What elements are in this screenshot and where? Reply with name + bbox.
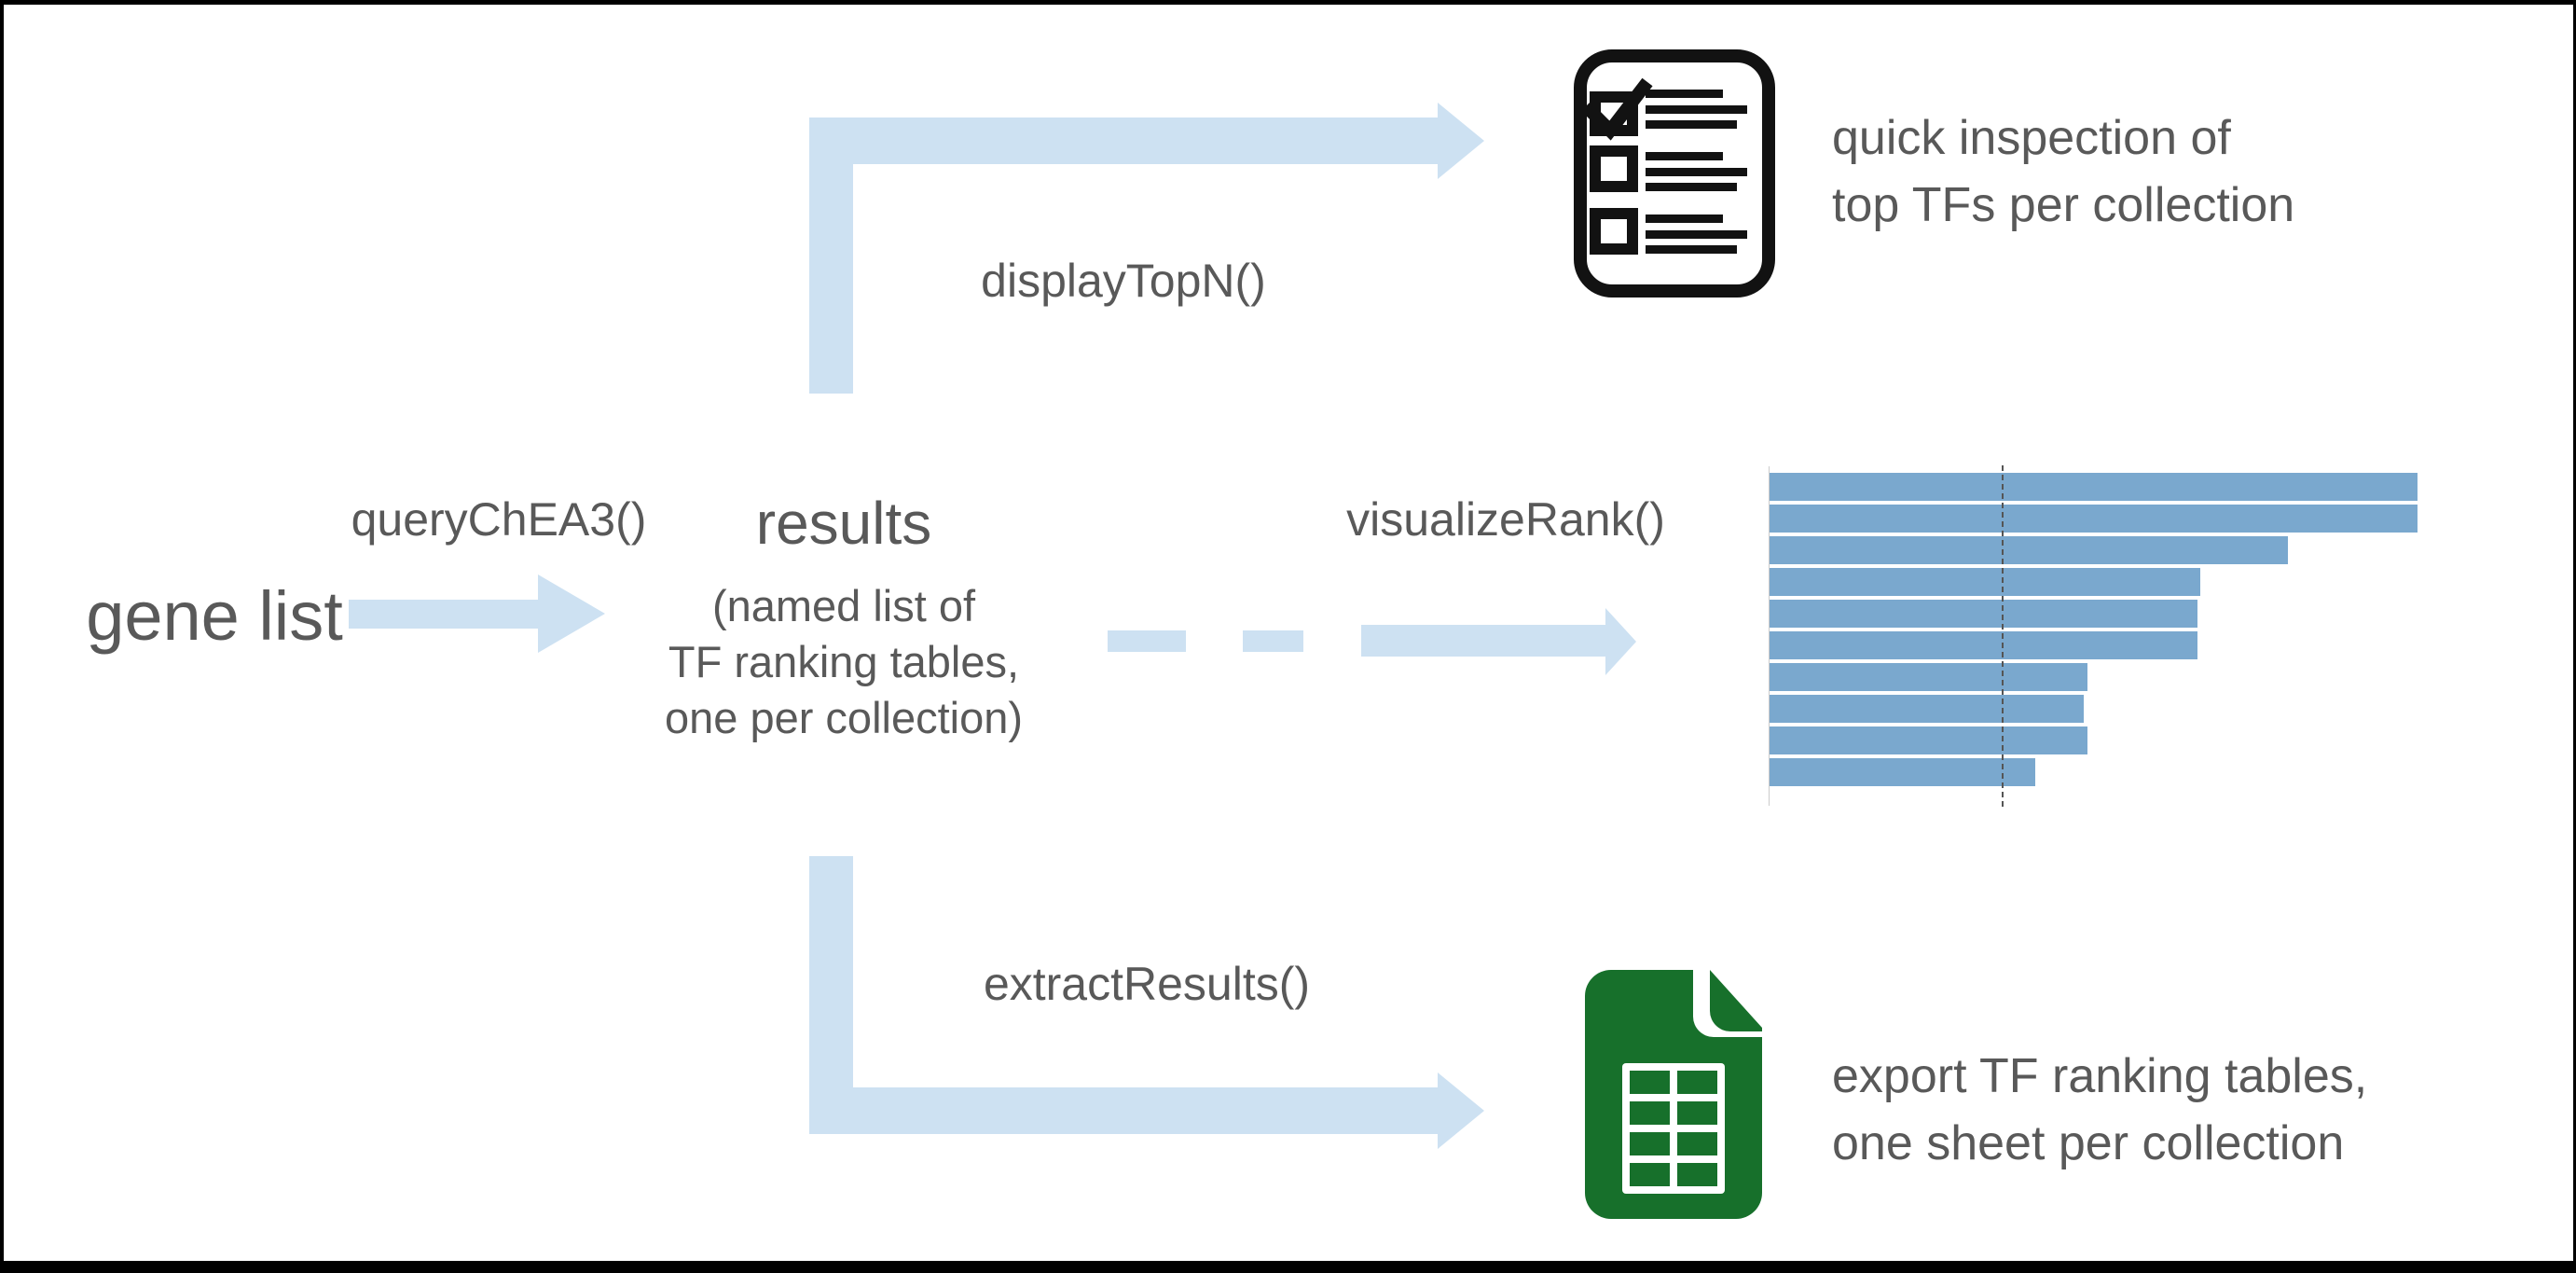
results-subtitle-line2: TF ranking tables, — [668, 637, 1020, 686]
checklist-row1-lines — [1646, 90, 1747, 129]
inspect-caption: quick inspection of top TFs per collecti… — [1832, 104, 2429, 239]
spreadsheet-icon — [1585, 970, 1762, 1219]
sheet-table-cells — [1630, 1071, 1717, 1186]
chart-dashed-reference-line — [2001, 465, 2004, 807]
chart-bar — [1770, 758, 2035, 786]
chart-bar — [1770, 473, 2418, 501]
checklist-row2-lines — [1646, 152, 1747, 191]
export-caption-line1: export TF ranking tables, — [1832, 1049, 2368, 1103]
checklist-icon — [1574, 49, 1775, 297]
arrow-elbow-extract-results — [809, 856, 1484, 1149]
results-subtitle-line1: (named list of — [711, 581, 976, 630]
checkbox-empty-2 — [1590, 208, 1638, 255]
sheet-table-panel — [1622, 1063, 1725, 1194]
results-subtitle-line3: one per collection) — [664, 693, 1024, 742]
arrow-visualize-rank — [1361, 608, 1636, 675]
checklist-row3-lines — [1646, 214, 1747, 254]
gene-list-node: gene list — [86, 577, 343, 655]
results-node-subtitle: (named list of TF ranking tables, one pe… — [611, 578, 1077, 746]
chart-bar — [1770, 505, 2418, 533]
chart-bar — [1770, 568, 2201, 596]
arrow-gene-to-results — [349, 574, 605, 653]
rank-bar-chart — [1769, 465, 2418, 807]
sheet-fold-corner — [1710, 970, 1762, 1031]
chart-bar — [1770, 631, 2197, 659]
results-node-title: results — [755, 490, 932, 557]
arrow-elbow-display-topn — [809, 103, 1484, 394]
checkbox-empty-1 — [1590, 145, 1638, 192]
query-chea3-label: queryChEA3() — [351, 493, 647, 546]
arrow-dash-segment-1 — [1108, 630, 1186, 652]
extract-results-label: extractResults() — [983, 958, 1311, 1010]
export-caption: export TF ranking tables, one sheet per … — [1832, 1043, 2466, 1177]
chart-bar — [1770, 663, 2087, 691]
checkmark — [1581, 77, 1653, 141]
checklist-outline — [1574, 49, 1775, 297]
inspect-caption-line2: top TFs per collection — [1832, 178, 2295, 232]
display-topn-label: displayTopN() — [981, 255, 1266, 307]
chart-bar — [1770, 536, 2288, 564]
chart-axis-line — [1769, 466, 1770, 806]
visualize-rank-label: visualizeRank() — [1346, 493, 1665, 546]
arrow-dash-segment-2 — [1243, 630, 1303, 652]
chart-bar — [1770, 726, 2087, 754]
inspect-caption-line1: quick inspection of — [1832, 111, 2231, 165]
chart-bar — [1770, 695, 2085, 723]
export-caption-line2: one sheet per collection — [1832, 1116, 2345, 1170]
chart-bar — [1770, 600, 2197, 628]
